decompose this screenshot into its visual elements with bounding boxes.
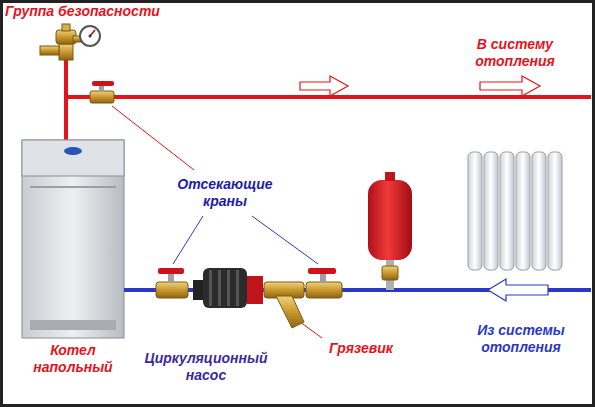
part-label: Циркуляционный насос bbox=[128, 350, 284, 384]
circulation-pump bbox=[193, 268, 263, 308]
leader-line bbox=[252, 216, 318, 264]
shutoff-valve bbox=[90, 81, 114, 103]
flow-arrow bbox=[480, 76, 540, 96]
part-label: Отсекающие краны bbox=[168, 176, 282, 210]
part-label: Грязевик bbox=[316, 340, 406, 357]
ball-valve bbox=[306, 268, 342, 298]
flow-arrow bbox=[300, 76, 348, 96]
flow-label: Из системы отопления bbox=[452, 322, 590, 356]
supply-pipe bbox=[66, 97, 591, 140]
safety-group bbox=[40, 24, 100, 60]
part-label: Котел напольный bbox=[14, 342, 132, 376]
leader-line bbox=[173, 216, 203, 264]
flow-arrow bbox=[488, 279, 548, 301]
ball-valve bbox=[156, 268, 188, 298]
supply-riser bbox=[64, 58, 68, 97]
radiator bbox=[468, 152, 562, 270]
strainer bbox=[264, 282, 304, 328]
flow-label: В систему отопления bbox=[445, 36, 585, 70]
floor-boiler bbox=[22, 140, 124, 338]
expansion-tank bbox=[368, 172, 412, 290]
leader-line bbox=[300, 322, 322, 338]
part-label: Группа безопасности bbox=[5, 3, 175, 20]
